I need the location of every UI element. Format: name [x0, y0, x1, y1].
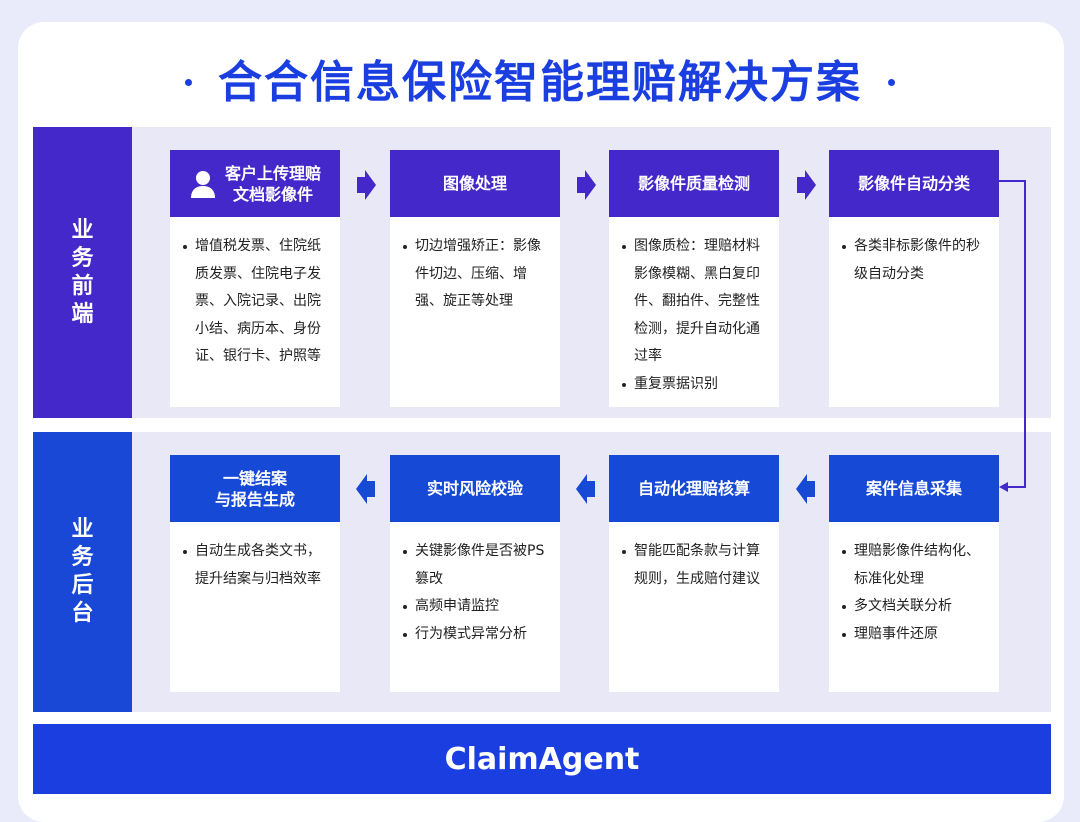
section-label-back-text: 业务后台: [71, 517, 94, 626]
title-dot-right: [888, 78, 895, 86]
section-label-front-text: 业务前端: [71, 217, 94, 327]
front-step-2-title: 图像处理: [442, 174, 507, 193]
list-item: 高频申请监控: [402, 593, 550, 621]
front-step-3-header: 影像件质量检测: [609, 150, 779, 217]
person-icon: [190, 170, 215, 198]
front-step-1-body: 增值税发票、住院纸质发票、住院电子发票、入院记录、出院小结、病历本、身份证、银行…: [170, 217, 340, 407]
claimagent-banner: ClaimAgent: [33, 724, 1051, 794]
back-step-1-header: 一键结案 与报告生成: [170, 455, 340, 522]
arrow-left-icon: [576, 474, 595, 504]
arrow-right-icon: [357, 170, 376, 200]
list-item: 行为模式异常分析: [402, 621, 550, 649]
list-item: 智能匹配条款与计算规则，生成赔付建议: [621, 538, 769, 593]
page-title: 合合信息保险智能理赔解决方案: [0, 48, 1080, 108]
list-item: 关键影像件是否被PS篡改: [402, 538, 550, 593]
title-dot-left: [185, 78, 192, 86]
back-step-4-title: 案件信息采集: [865, 479, 962, 498]
back-step-3-header: 自动化理赔核算: [609, 455, 779, 522]
list-item: 理赔影像件结构化、标准化处理: [841, 538, 989, 593]
front-step-2-body: 切边增强矫正：影像件切边、压缩、增强、旋正等处理: [390, 217, 560, 407]
arrow-left-icon: [356, 474, 375, 504]
list-item: 增值税发票、住院纸质发票、住院电子发票、入院记录、出院小结、病历本、身份证、银行…: [182, 233, 330, 371]
back-step-4-header: 案件信息采集: [829, 455, 999, 522]
page-title-text: 合合信息保险智能理赔解决方案: [218, 57, 862, 108]
front-step-4-header: 影像件自动分类: [829, 150, 999, 217]
front-step-4-body: 各类非标影像件的秒级自动分类: [829, 217, 999, 407]
back-step-3-title: 自动化理赔核算: [637, 479, 750, 498]
front-step-3-body: 图像质检：理赔材料影像模糊、黑白复印件、翻拍件、完整性检测，提升自动化通过率 重…: [609, 217, 779, 407]
list-item: 重复票据识别: [621, 371, 769, 399]
back-step-2-body: 关键影像件是否被PS篡改 高频申请监控 行为模式异常分析: [390, 522, 560, 692]
list-item: 各类非标影像件的秒级自动分类: [841, 233, 989, 288]
front-step-1-title: 客户上传理赔 文档影像件: [224, 163, 321, 204]
list-item: 自动生成各类文书，提升结案与归档效率: [182, 538, 330, 593]
arrow-right-icon: [577, 170, 596, 200]
section-label-back: 业务后台: [33, 432, 132, 712]
front-step-4-title: 影像件自动分类: [857, 174, 970, 193]
back-step-4-body: 理赔影像件结构化、标准化处理 多文档关联分析 理赔事件还原: [829, 522, 999, 692]
list-item: 切边增强矫正：影像件切边、压缩、增强、旋正等处理: [402, 233, 550, 316]
section-label-front: 业务前端: [33, 127, 132, 418]
back-step-1-body: 自动生成各类文书，提升结案与归档效率: [170, 522, 340, 692]
back-step-1-title: 一键结案 与报告生成: [214, 468, 295, 509]
front-step-1-header: 客户上传理赔 文档影像件: [170, 150, 340, 217]
front-step-2-header: 图像处理: [390, 150, 560, 217]
claimagent-label: ClaimAgent: [444, 741, 640, 777]
arrow-right-icon: [797, 170, 816, 200]
list-item: 理赔事件还原: [841, 621, 989, 649]
arrow-left-icon: [796, 474, 815, 504]
list-item: 多文档关联分析: [841, 593, 989, 621]
list-item: 图像质检：理赔材料影像模糊、黑白复印件、翻拍件、完整性检测，提升自动化通过率: [621, 233, 769, 371]
back-step-2-header: 实时风险校验: [390, 455, 560, 522]
front-step-3-title: 影像件质量检测: [637, 174, 750, 193]
back-step-3-body: 智能匹配条款与计算规则，生成赔付建议: [609, 522, 779, 692]
back-step-2-title: 实时风险校验: [426, 479, 523, 498]
